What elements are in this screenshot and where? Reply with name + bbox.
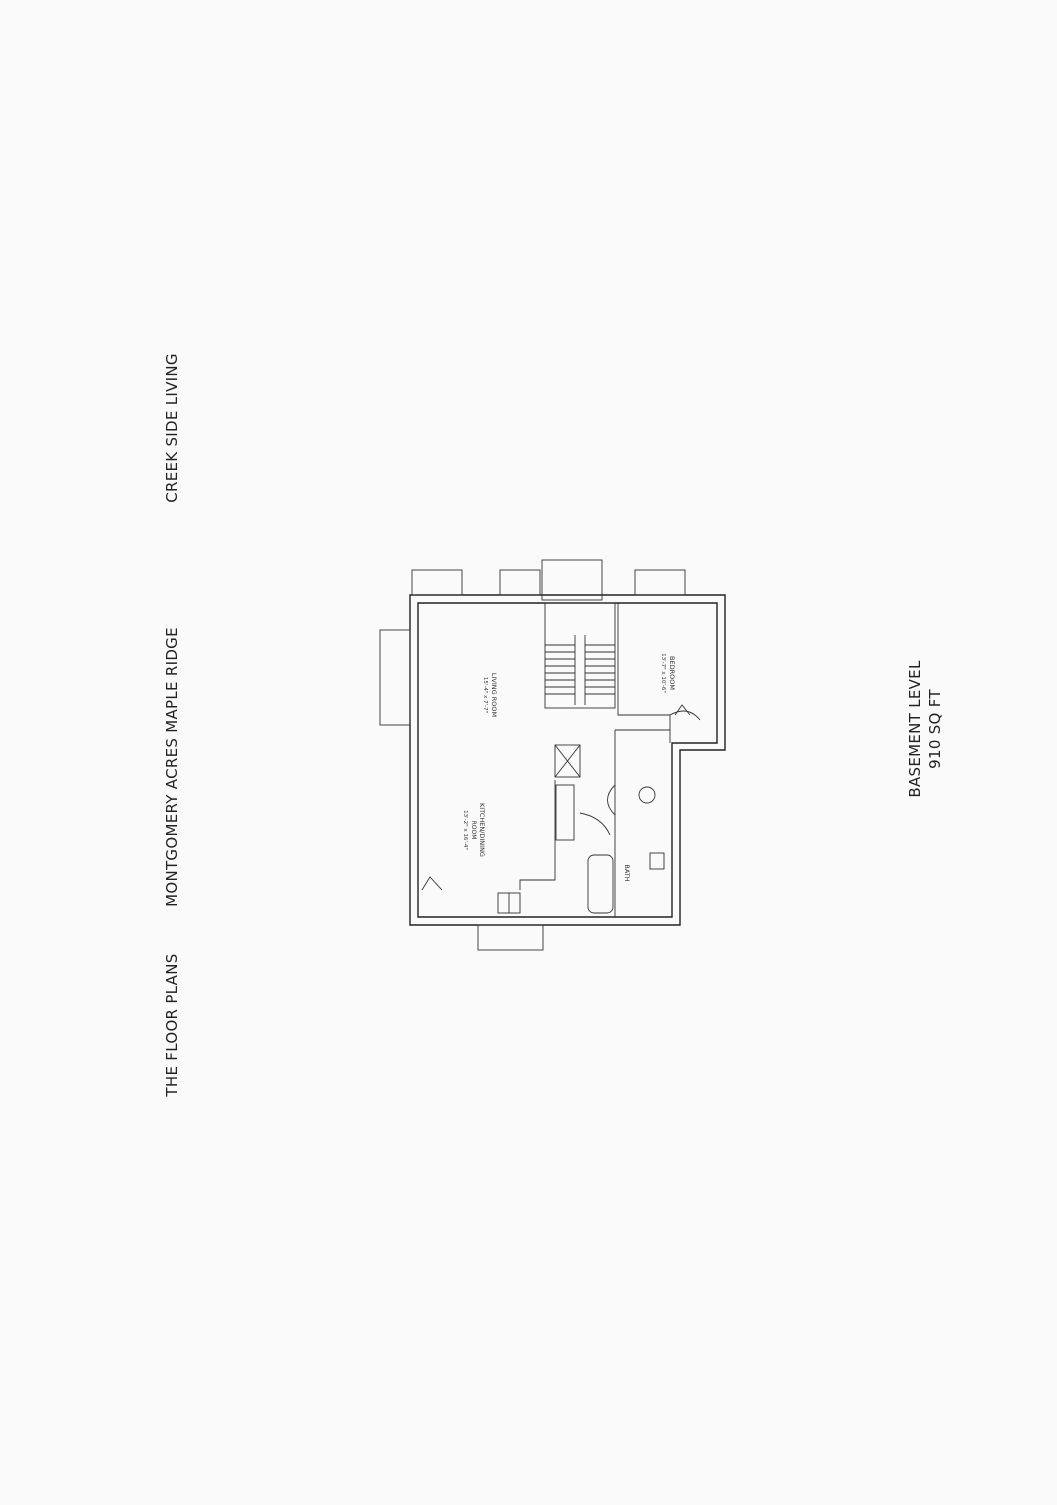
- window-well: [379, 629, 411, 726]
- living-room-label: LIVING ROOM: [490, 673, 498, 717]
- floor-plan-drawing: LIVING ROOM 15'-4" x 7'-7" KITCHEN/DININ…: [370, 555, 750, 955]
- exterior-wall-inner: [417, 602, 718, 918]
- utility-box: [554, 744, 581, 778]
- kitchen-label-2: ROOM: [470, 821, 477, 840]
- kitchen-counter: [519, 780, 556, 890]
- bedroom-door: [669, 710, 701, 721]
- bedroom-wall: [617, 603, 671, 743]
- kitchen-dims: 13'-2" x 16'-4": [462, 810, 468, 850]
- toilet: [649, 852, 665, 870]
- window-well: [499, 569, 541, 596]
- collection-name: CREEK SIDE LIVING: [163, 353, 181, 503]
- window-well: [411, 569, 463, 596]
- staircase: [544, 602, 616, 709]
- window-well: [477, 924, 544, 951]
- level-area: 910 SQ FT: [926, 689, 944, 769]
- window-well: [634, 569, 686, 596]
- bedroom-dims: 13'-7" x 10'-6": [660, 653, 666, 693]
- stair-treads: [545, 635, 615, 705]
- development-name: MONTGOMERY ACRES MAPLE RIDGE: [163, 627, 181, 907]
- bath-label: BATH: [623, 864, 631, 881]
- bath-door: [607, 784, 616, 816]
- stair-entry: [541, 559, 603, 601]
- hall-door: [579, 812, 611, 836]
- bathtub: [587, 854, 614, 914]
- bedroom-label: BEDROOM: [668, 656, 676, 690]
- kitchen-label: KITCHEN/DINING: [478, 803, 486, 857]
- level-name: BASEMENT LEVEL: [906, 660, 924, 798]
- exterior-wall: [409, 594, 726, 926]
- living-room-dims: 15'-4" x 7'-7": [482, 677, 488, 713]
- sink: [638, 786, 656, 804]
- plan-set-title: THE FLOOR PLANS: [163, 953, 181, 1097]
